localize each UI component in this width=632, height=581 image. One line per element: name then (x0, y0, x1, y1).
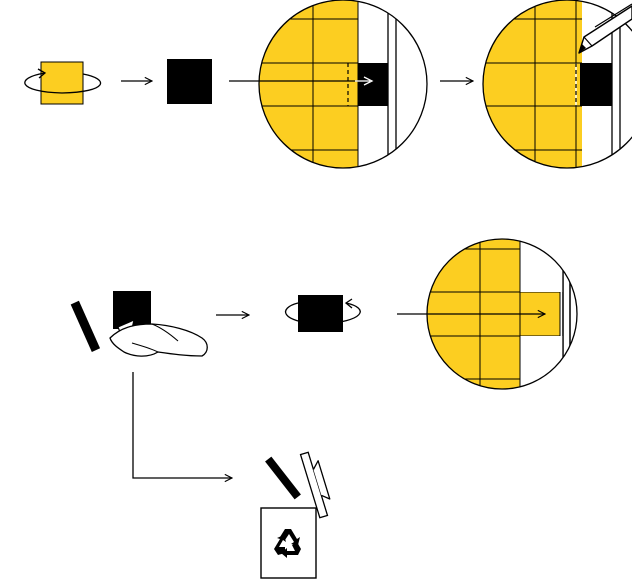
hand-icon (109, 323, 208, 357)
yellow-square-tile (40, 61, 84, 105)
step3-magnifier-circle-icon (258, 0, 428, 169)
recycle-bin-icon (260, 507, 317, 579)
step6-black-square-rotating (285, 295, 361, 332)
step1-yellow-square-rotating (24, 61, 102, 105)
dispose-arrow (132, 372, 232, 478)
backing-strip (299, 451, 331, 519)
step5-peel-backing (70, 291, 208, 357)
discarded-pieces (265, 451, 331, 519)
peel-strip-icon (265, 456, 301, 500)
peel-strip-icon (70, 300, 101, 352)
inserted-black-tile (580, 63, 612, 106)
black-square-tile (298, 295, 343, 332)
step2-black-square (167, 59, 212, 104)
step7-magnifier-circle-icon (426, 238, 578, 390)
rotate-arrow-icon (24, 72, 102, 94)
rotate-arrow-icon (285, 302, 361, 325)
recycle-symbol-icon (274, 529, 301, 558)
rotate-arrow-head (37, 68, 47, 79)
pencil-icon (578, 3, 632, 54)
inserted-black-tile (358, 63, 388, 106)
rotate-arrow-head (344, 298, 353, 309)
